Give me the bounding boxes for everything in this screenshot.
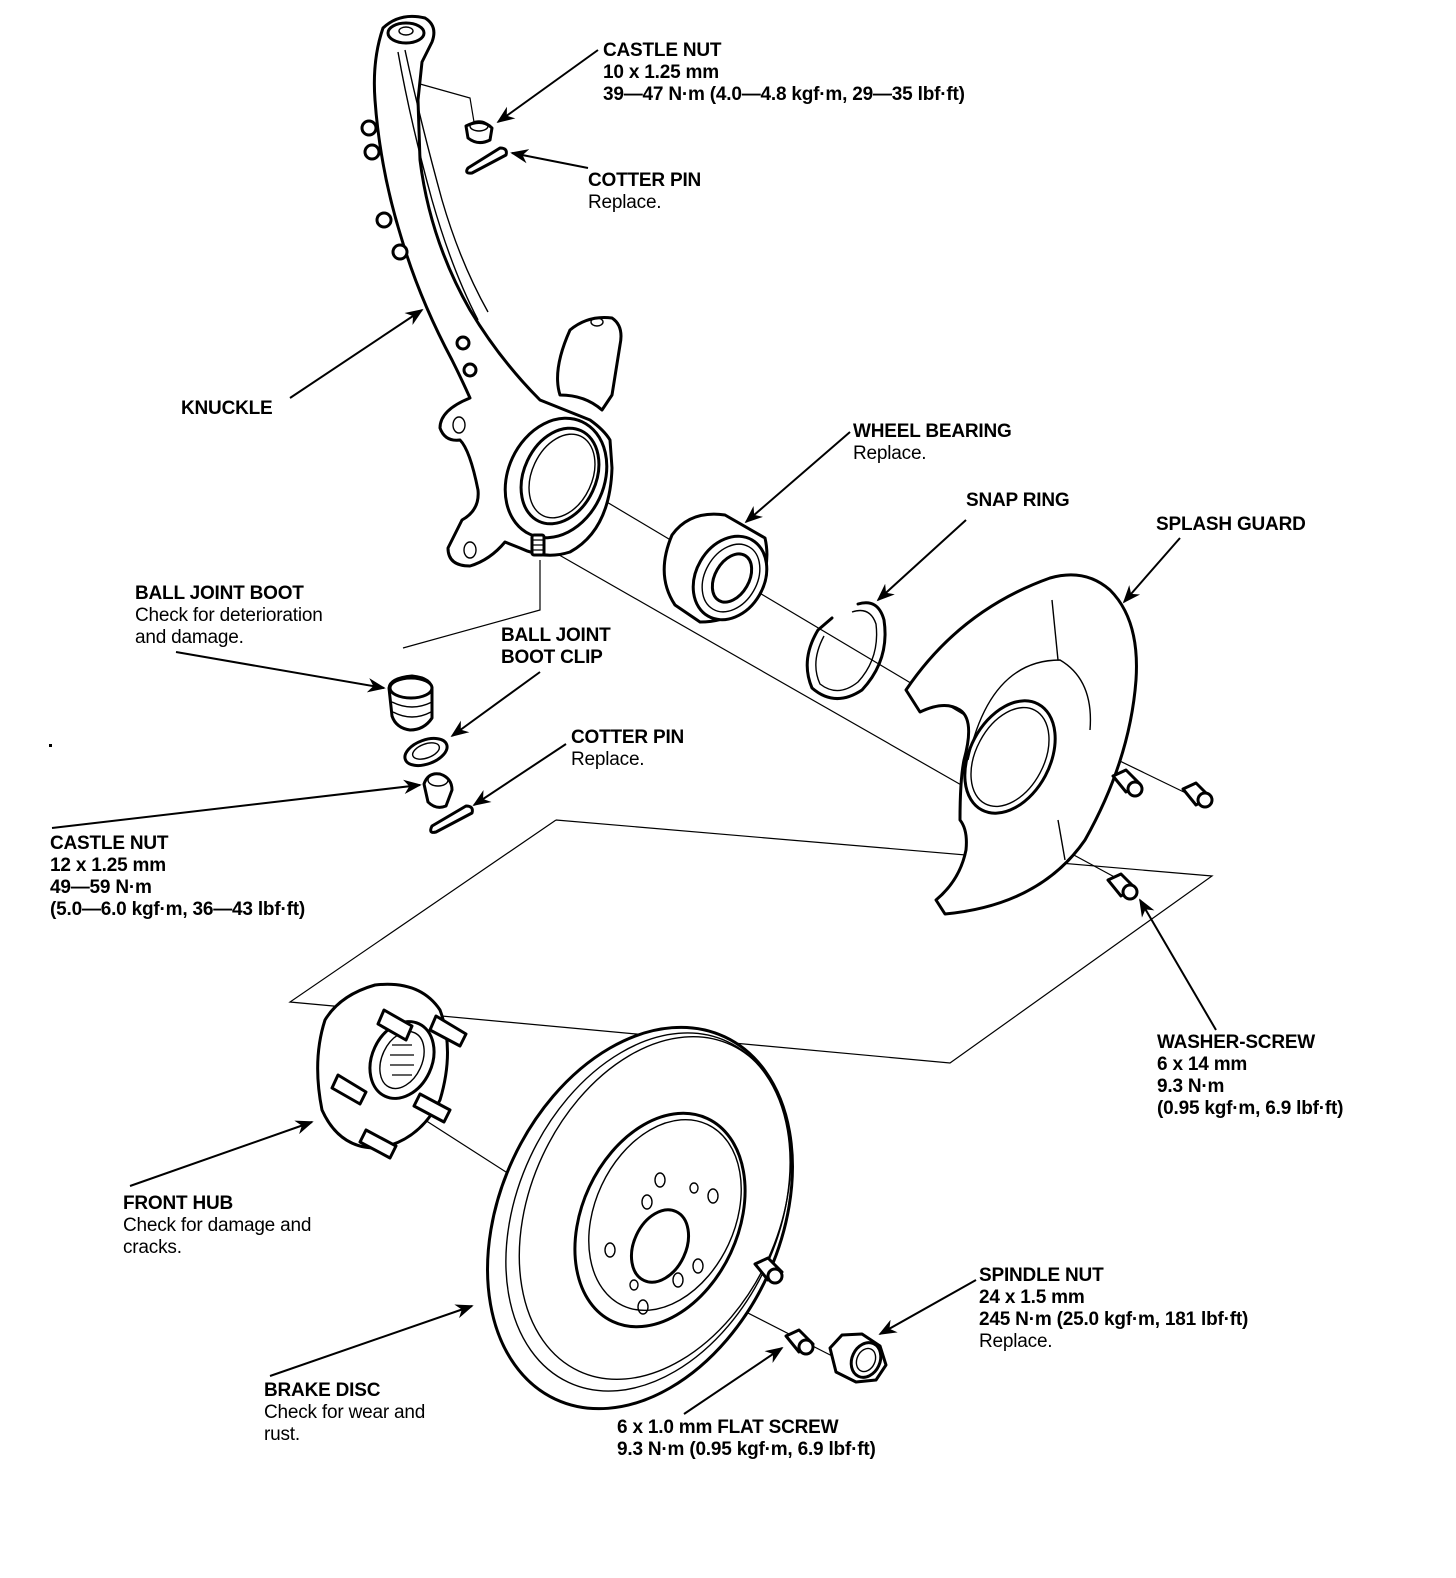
label-title: WASHER-SCREW bbox=[1157, 1032, 1316, 1053]
splash-guard-drawing bbox=[904, 573, 1138, 916]
label-title: KNUCKLE bbox=[181, 398, 273, 419]
label-torque-2: (5.0—6.0 kgf·m, 36—43 lbf·ft) bbox=[50, 899, 305, 920]
label-ball-joint-boot: BALL JOINT BOOT Check for deterioration … bbox=[135, 583, 323, 649]
label-spec: 24 x 1.5 mm bbox=[979, 1287, 1085, 1308]
ball-joint-boot-drawing bbox=[387, 674, 434, 732]
label-splash-guard: SPLASH GUARD bbox=[1156, 514, 1306, 536]
stray-mark bbox=[49, 744, 52, 747]
label-title: 6 x 1.0 mm FLAT SCREW bbox=[617, 1417, 839, 1438]
label-knuckle: KNUCKLE bbox=[181, 398, 273, 420]
label-note-2: cracks. bbox=[123, 1237, 182, 1258]
castle-nut-lower-drawing bbox=[422, 772, 454, 809]
label-title: BALL JOINT BOOT bbox=[135, 583, 304, 604]
label-torque-1: 9.3 N·m bbox=[1157, 1076, 1225, 1097]
label-castle-nut-upper: CASTLE NUT 10 x 1.25 mm 39—47 N·m (4.0—4… bbox=[603, 40, 965, 106]
label-flat-screw: 6 x 1.0 mm FLAT SCREW 9.3 N·m (0.95 kgf·… bbox=[617, 1417, 876, 1461]
label-title: COTTER PIN bbox=[588, 170, 702, 191]
label-note-2: rust. bbox=[264, 1424, 300, 1445]
label-title: SPINDLE NUT bbox=[979, 1265, 1104, 1286]
label-spec: 6 x 14 mm bbox=[1157, 1054, 1248, 1075]
label-torque: 245 N·m (25.0 kgf·m, 181 lbf·ft) bbox=[979, 1309, 1249, 1330]
label-note-1: Check for deterioration bbox=[135, 605, 323, 626]
label-title: SPLASH GUARD bbox=[1156, 514, 1306, 535]
label-title: CASTLE NUT bbox=[50, 833, 169, 854]
spindle-nut-drawing bbox=[828, 1332, 888, 1384]
label-wheel-bearing: WHEEL BEARING Replace. bbox=[853, 421, 1012, 465]
castle-nut-upper-drawing bbox=[464, 120, 494, 145]
label-title: COTTER PIN bbox=[571, 727, 685, 748]
label-title: BRAKE DISC bbox=[264, 1380, 381, 1401]
snap-ring-drawing bbox=[805, 601, 887, 700]
label-torque-1: 49—59 N·m bbox=[50, 877, 152, 898]
label-torque-2: (0.95 kgf·m, 6.9 lbf·ft) bbox=[1157, 1098, 1344, 1119]
leader-arrows bbox=[51, 49, 1217, 1415]
label-front-hub: FRONT HUB Check for damage and cracks. bbox=[123, 1193, 311, 1259]
label-ball-joint-boot-clip: BALL JOINT BOOT CLIP bbox=[501, 625, 611, 669]
label-note-2: and damage. bbox=[135, 627, 244, 648]
flat-screw-b bbox=[784, 1328, 815, 1356]
cotter-pin-lower-drawing bbox=[429, 804, 474, 834]
label-title: FRONT HUB bbox=[123, 1193, 234, 1214]
disc-lug-holes bbox=[604, 1172, 719, 1315]
wheel-studs bbox=[330, 1008, 468, 1160]
flat-screw-a bbox=[753, 1256, 784, 1285]
label-castle-nut-lower: CASTLE NUT 12 x 1.25 mm 49—59 N·m (5.0—6… bbox=[50, 833, 305, 921]
label-spindle-nut: SPINDLE NUT 24 x 1.5 mm 245 N·m (25.0 kg… bbox=[979, 1265, 1248, 1353]
label-note: Replace. bbox=[853, 443, 927, 464]
knuckle-drawing bbox=[360, 14, 623, 568]
washer-screw-a bbox=[1111, 768, 1144, 798]
front-hub-drawing bbox=[316, 982, 468, 1160]
label-torque: 9.3 N·m (0.95 kgf·m, 6.9 lbf·ft) bbox=[617, 1439, 876, 1460]
label-note: Replace. bbox=[571, 749, 645, 770]
label-snap-ring: SNAP RING bbox=[966, 490, 1070, 512]
label-note: Replace. bbox=[979, 1331, 1053, 1352]
label-title: WHEEL BEARING bbox=[853, 421, 1012, 442]
label-note-1: Check for damage and bbox=[123, 1215, 312, 1236]
label-note: Replace. bbox=[588, 192, 662, 213]
label-cotter-pin-upper: COTTER PIN Replace. bbox=[588, 170, 701, 214]
label-title-1: BALL JOINT bbox=[501, 625, 611, 646]
label-note-1: Check for wear and bbox=[264, 1402, 426, 1423]
label-brake-disc: BRAKE DISC Check for wear and rust. bbox=[264, 1380, 425, 1446]
label-title: SNAP RING bbox=[966, 490, 1070, 511]
label-washer-screw: WASHER-SCREW 6 x 14 mm 9.3 N·m (0.95 kgf… bbox=[1157, 1032, 1343, 1120]
ball-joint-boot-clip-drawing bbox=[403, 736, 449, 768]
label-title-2: BOOT CLIP bbox=[501, 647, 603, 668]
washer-screw-c bbox=[1106, 872, 1139, 901]
brake-disc-drawing bbox=[486, 1025, 794, 1411]
label-cotter-pin-lower: COTTER PIN Replace. bbox=[571, 727, 684, 771]
cotter-pin-upper-drawing bbox=[465, 146, 508, 175]
label-spec: 12 x 1.25 mm bbox=[50, 855, 166, 876]
washer-screw-b bbox=[1181, 781, 1214, 809]
label-title: CASTLE NUT bbox=[603, 40, 722, 61]
label-torque: 39—47 N·m (4.0—4.8 kgf·m, 29—35 lbf·ft) bbox=[603, 84, 965, 105]
label-spec: 10 x 1.25 mm bbox=[603, 62, 719, 83]
wheel-bearing-drawing bbox=[662, 512, 769, 624]
